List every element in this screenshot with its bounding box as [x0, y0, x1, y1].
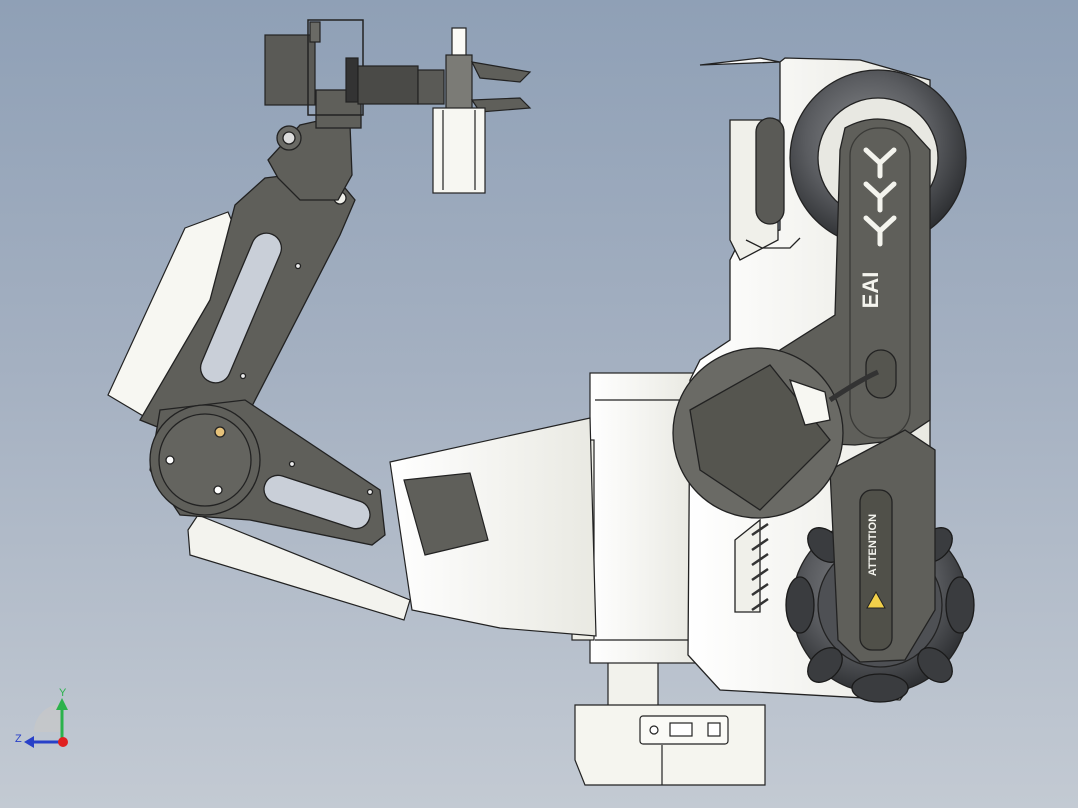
hip-servo [672, 347, 880, 519]
wrist-link [267, 89, 362, 201]
triad-y-label: Y [59, 687, 67, 699]
triad-z-label: Z [15, 733, 22, 745]
side-logo: EAI [858, 272, 883, 309]
vent-slots [751, 522, 769, 612]
x-axis-dot [58, 737, 68, 747]
chevron-marks [863, 147, 897, 247]
forearm-link [149, 399, 386, 546]
axis-triad[interactable]: Y Z [10, 684, 80, 754]
base-mount [574, 659, 766, 786]
warning-label: ATTENTION [867, 514, 879, 576]
gripper-assembly [264, 19, 532, 194]
lower-arm-shell [187, 417, 597, 637]
lower-leg-plate: ATTENTION [829, 429, 936, 663]
